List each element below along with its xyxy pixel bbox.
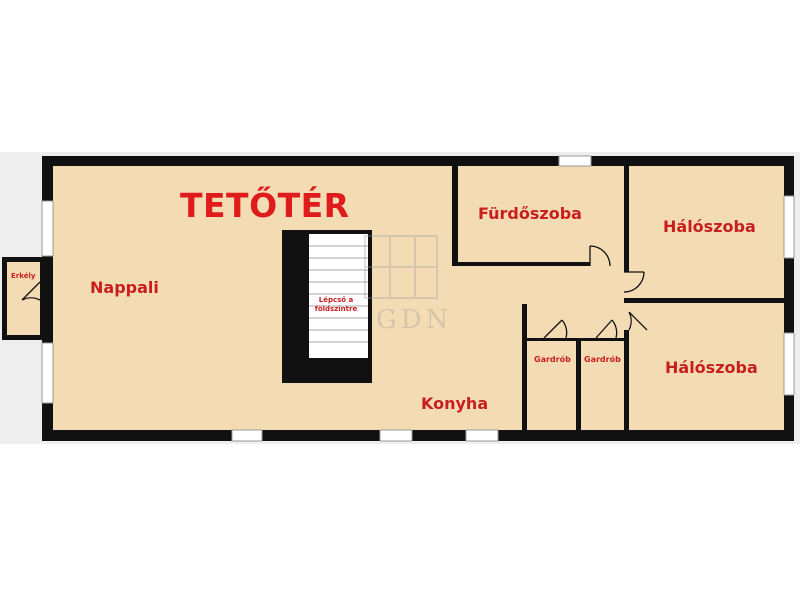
staircase — [282, 230, 372, 383]
room-label-gardrob-2: Gardrób — [584, 355, 621, 364]
title: TETŐTÉR — [180, 186, 350, 225]
room-label-haloszoba-2: Hálószoba — [665, 358, 758, 377]
room-label-gardrob-1: Gardrób — [534, 355, 571, 364]
windows — [41, 155, 795, 442]
stair-label: Lépcső a földszintre — [314, 296, 358, 313]
room-label-furdoszoba: Fürdőszoba — [478, 204, 582, 223]
door-swings — [21, 245, 648, 339]
watermark-text: GDN — [376, 305, 453, 335]
room-label-haloszoba-1: Hálószoba — [663, 217, 756, 236]
room-label-erkely: Erkély — [11, 272, 36, 280]
room-label-konyha: Konyha — [421, 394, 489, 413]
outer-walls — [42, 156, 794, 441]
interior-walls — [452, 166, 784, 430]
room-label-nappali: Nappali — [90, 278, 159, 297]
watermark — [364, 235, 438, 299]
